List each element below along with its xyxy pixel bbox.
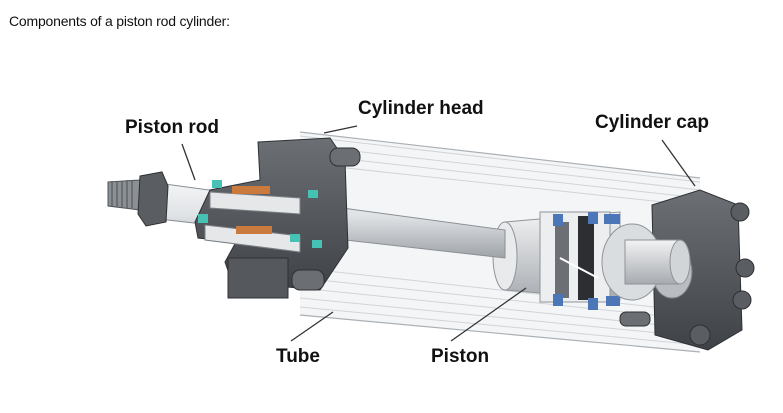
leader-tube	[290, 311, 334, 342]
leader-piston-rod	[181, 143, 196, 181]
diagram-caption: Components of a piston rod cylinder:	[9, 13, 230, 29]
leader-piston	[450, 287, 527, 342]
label-piston-rod: Piston rod	[125, 117, 219, 138]
leader-cylinder-head	[323, 125, 358, 134]
label-cylinder-head: Cylinder head	[358, 98, 484, 119]
label-piston: Piston	[431, 346, 490, 367]
piston	[492, 211, 691, 310]
cylinder-head	[194, 137, 361, 299]
label-cylinder-cap: Cylinder cap	[595, 112, 710, 133]
leader-cylinder-cap	[661, 139, 696, 187]
label-tube: Tube	[276, 346, 320, 367]
